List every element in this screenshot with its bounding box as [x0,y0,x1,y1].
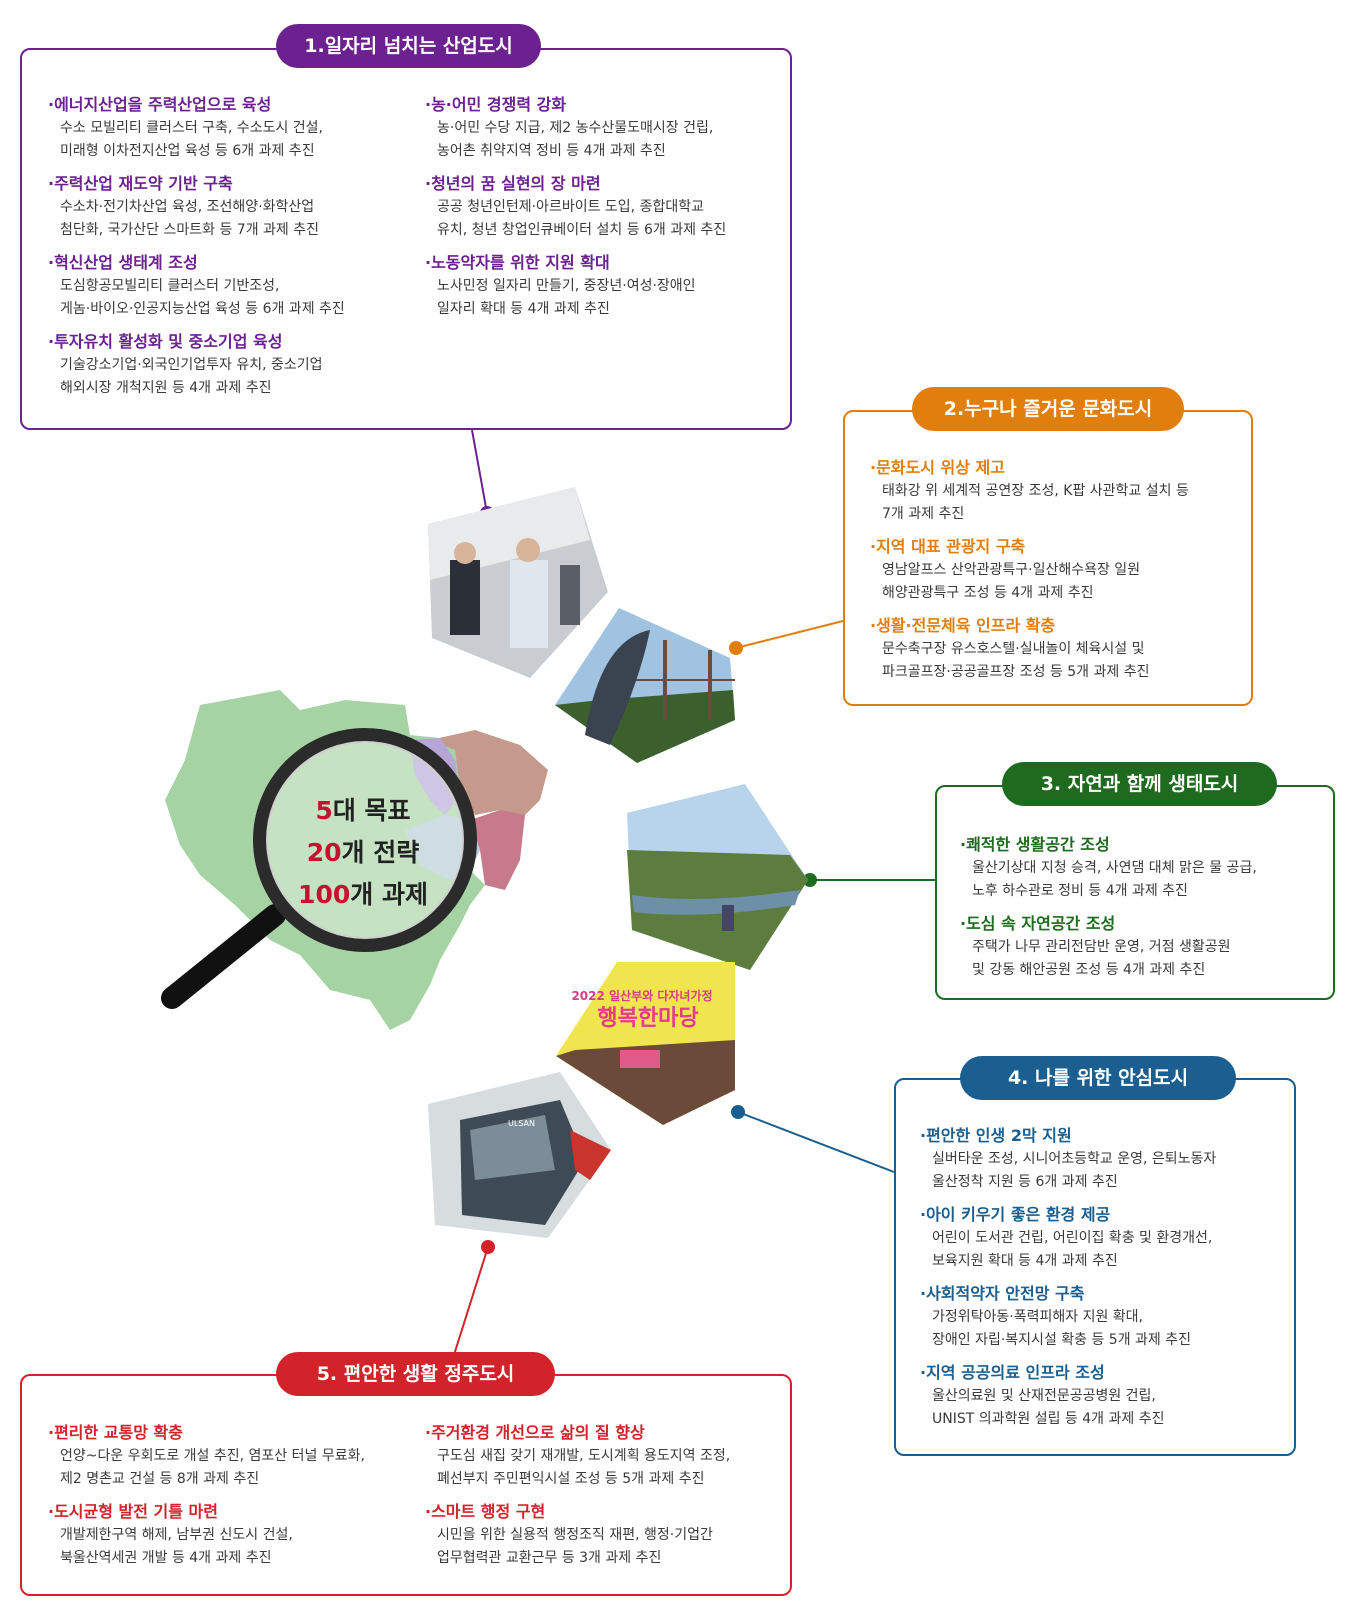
photo-whale-bridge [555,608,735,763]
goal4-panel [894,1078,1296,1456]
center-line-goals: 5대 목표 [315,796,411,825]
connector-dot-goal3 [803,873,817,887]
goal4-title: 4. 나를 위한 안심도시 [960,1056,1236,1100]
connector-dot-goal4 [731,1105,745,1119]
connector-goal2 [735,620,844,649]
photo-family-festival: 2022 일산부와 다자녀가정 행복한마당 [556,962,735,1125]
goal1-panel [20,48,792,430]
ulsan-map [165,690,548,1030]
festival-banner-year: 2022 일산부와 다자녀가정 [571,988,712,1003]
goal5-title: 5. 편안한 생활 정주도시 [276,1352,555,1396]
goal3-title: 3. 자연과 함께 생태도시 [1002,762,1277,806]
connector-dot-goal5 [481,1240,495,1254]
connector-goal4 [737,1111,895,1173]
center-summary: 5대 목표 20개 전략 100개 과제 [268,790,458,916]
goal2-title: 2.누구나 즐거운 문화도시 [912,387,1184,431]
tram-logo: ULSAN [508,1119,535,1128]
connector-dot-goal2 [729,641,743,655]
connector-goal1 [471,429,488,514]
photo-tram: ULSAN [428,1072,611,1238]
center-line-tasks: 100개 과제 [298,880,428,909]
goal1-title: 1.일자리 넘치는 산업도시 [276,24,541,68]
photo-river-park [627,784,808,970]
photo-industry-visit [428,487,608,678]
center-line-strategies: 20개 전략 [306,838,420,867]
goal3-panel [935,785,1335,1000]
magnifier-icon [161,728,477,1009]
goal2-panel [843,410,1253,706]
festival-banner-main: 행복한마당 [597,1006,698,1031]
